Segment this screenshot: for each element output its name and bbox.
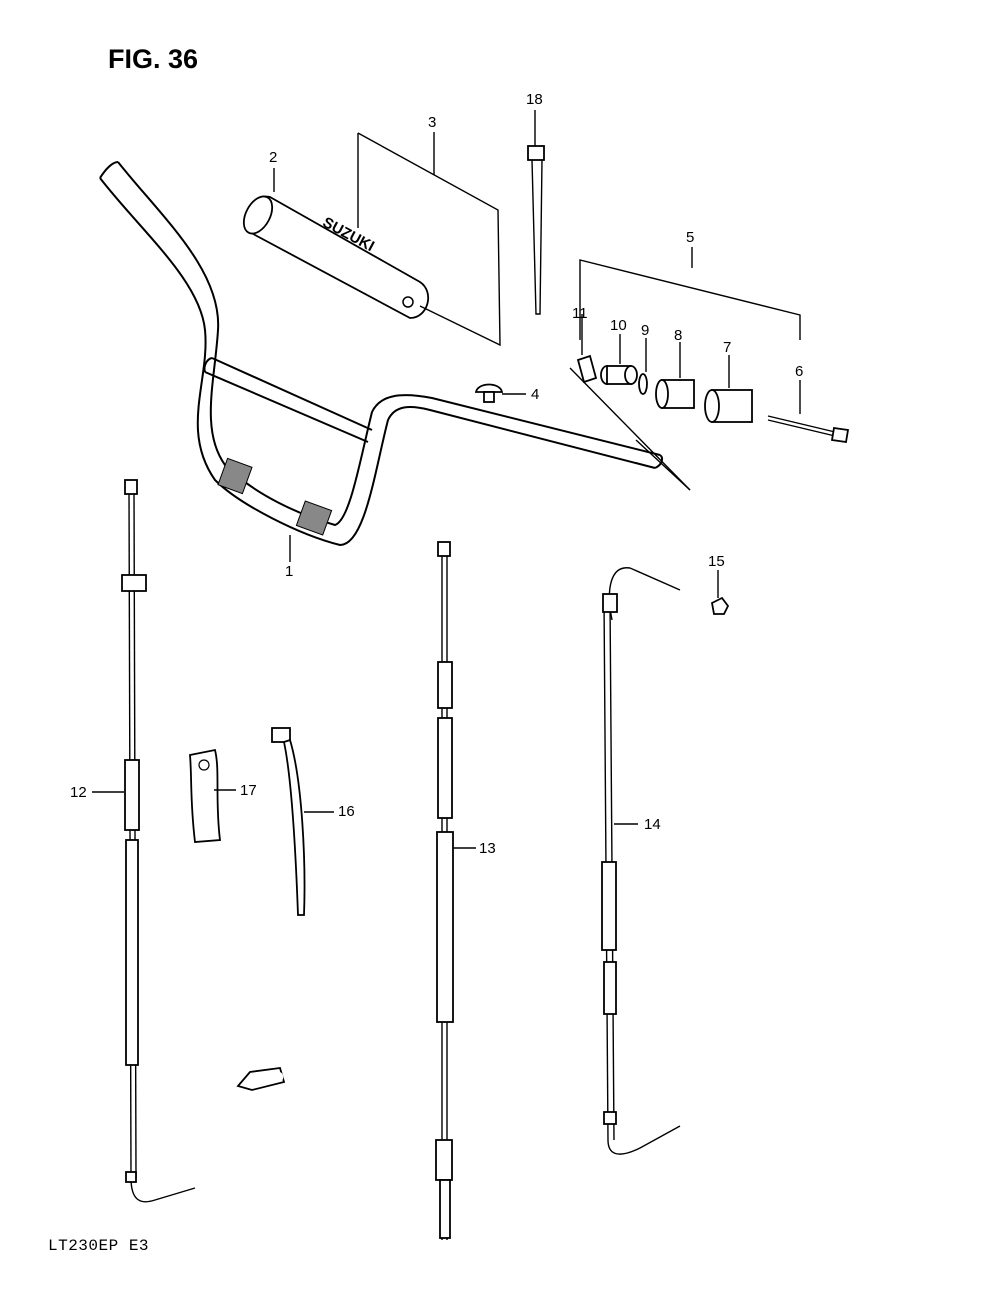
cable-holder-16 [271, 727, 306, 916]
cable-14 [601, 567, 681, 1155]
handlebar-grip: SUZUKI [242, 195, 430, 319]
cable-tie [527, 145, 545, 315]
callout-2: 2 [269, 149, 277, 166]
callout-18: 18 [526, 91, 543, 108]
callout-10: 10 [610, 317, 627, 334]
nut-15 [710, 596, 730, 615]
callout-5: 5 [686, 229, 694, 246]
leader-lines [92, 110, 801, 849]
callout-8: 8 [674, 327, 682, 344]
handlebar [99, 161, 664, 547]
clamp-17 [189, 748, 222, 843]
callout-labels: 1 2 3 4 5 6 7 8 9 10 11 12 13 14 15 16 1… [70, 91, 803, 857]
callout-7: 7 [723, 339, 731, 356]
callout-4: 4 [531, 386, 539, 403]
cable-13 [435, 541, 454, 1240]
balancer-set [569, 259, 850, 491]
cover-sheet [357, 132, 501, 347]
forward-arrow-text: FWD [249, 1068, 286, 1091]
screw [474, 383, 504, 403]
cable-12 [121, 479, 196, 1203]
callout-14: 14 [644, 816, 661, 833]
callout-11: 11 [572, 305, 588, 322]
callout-6: 6 [795, 363, 803, 380]
callout-13: 13 [479, 840, 496, 857]
callout-16: 16 [338, 803, 355, 820]
callout-15: 15 [708, 553, 725, 570]
callout-9: 9 [641, 322, 649, 339]
figure-title: FIG. 36 [108, 44, 199, 74]
model-code: LT230EP E3 [48, 1237, 150, 1255]
callout-3: 3 [428, 114, 436, 131]
callout-1: 1 [285, 563, 293, 580]
callout-12: 12 [70, 784, 87, 801]
forward-arrow: FWD [236, 1067, 286, 1091]
callout-17: 17 [240, 782, 257, 799]
